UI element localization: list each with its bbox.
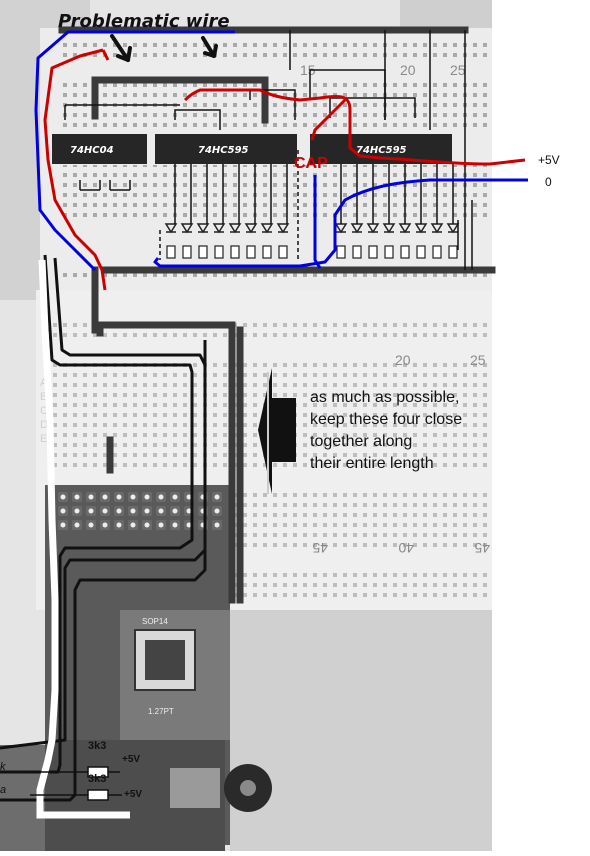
- note-line-3: together along: [310, 433, 412, 450]
- row-letter-b: B: [40, 391, 47, 403]
- pin-wires-black: [64, 30, 473, 270]
- lower-col-45b: 45: [474, 540, 490, 556]
- chip-74hc04-label: 74HC04: [70, 145, 114, 156]
- lower-col-20: 20: [395, 352, 411, 368]
- chip-74hc04: 74HC04: [52, 134, 147, 164]
- gnd-rail-label: 0: [545, 175, 552, 189]
- pullup-resistors: 3k3 +5V 3k3 +5V k a: [0, 740, 142, 801]
- resistor-r2-supply: +5V: [124, 789, 142, 800]
- lower-col-40: 40: [398, 540, 414, 556]
- resistor-r2-value: 3k3: [88, 773, 106, 785]
- jumper-wires-grey: [58, 26, 496, 604]
- upper-col-25: 25: [450, 62, 466, 78]
- row-letter-a: A: [40, 377, 48, 389]
- resistor-r1: [87, 766, 109, 778]
- row-letter-e: E: [40, 433, 47, 445]
- note-line-2: keep these four close: [310, 411, 462, 428]
- vcc-wire: [43, 48, 526, 291]
- note-line-1: as much as possible,: [310, 389, 459, 406]
- upper-col-15: 15: [300, 62, 316, 78]
- resistor-r1-supply: +5V: [122, 754, 140, 765]
- lower-col-45a: 45: [312, 540, 328, 556]
- chip-74hc595-b-label: 74HC595: [356, 145, 407, 156]
- lower-col-25: 25: [470, 352, 486, 368]
- gnd-wire: [34, 30, 528, 272]
- big-left-arrow: [258, 368, 296, 494]
- row-letter-d: D: [40, 419, 48, 431]
- resistor-row: [166, 245, 458, 259]
- chip-74hc595-a: 74HC595: [155, 134, 297, 164]
- sop14-marking: SOP14: [142, 617, 168, 626]
- chip-74hc595-a-label: 74HC595: [198, 145, 249, 156]
- resistor-r1-value: 3k3: [88, 740, 106, 752]
- vcc-rail-label: +5V: [538, 153, 560, 167]
- upper-col-20: 20: [400, 62, 416, 78]
- white-wire: [36, 259, 130, 819]
- note-line-4: their entire length: [310, 455, 434, 472]
- line1-label: k: [0, 761, 6, 773]
- pitch-marking: 1.27PT: [148, 707, 174, 716]
- resistor-r2: [87, 789, 109, 801]
- note-text: as much as possible, keep these four clo…: [310, 389, 462, 472]
- line2-label: a: [0, 784, 6, 796]
- signal-wires-black: [0, 254, 207, 802]
- cap-label: CAP: [294, 155, 328, 172]
- led-bank-a: [164, 223, 290, 234]
- problem-arrows: [110, 34, 218, 62]
- row-letter-c: C: [40, 405, 48, 417]
- problem-title: Problematic wire: [58, 11, 230, 32]
